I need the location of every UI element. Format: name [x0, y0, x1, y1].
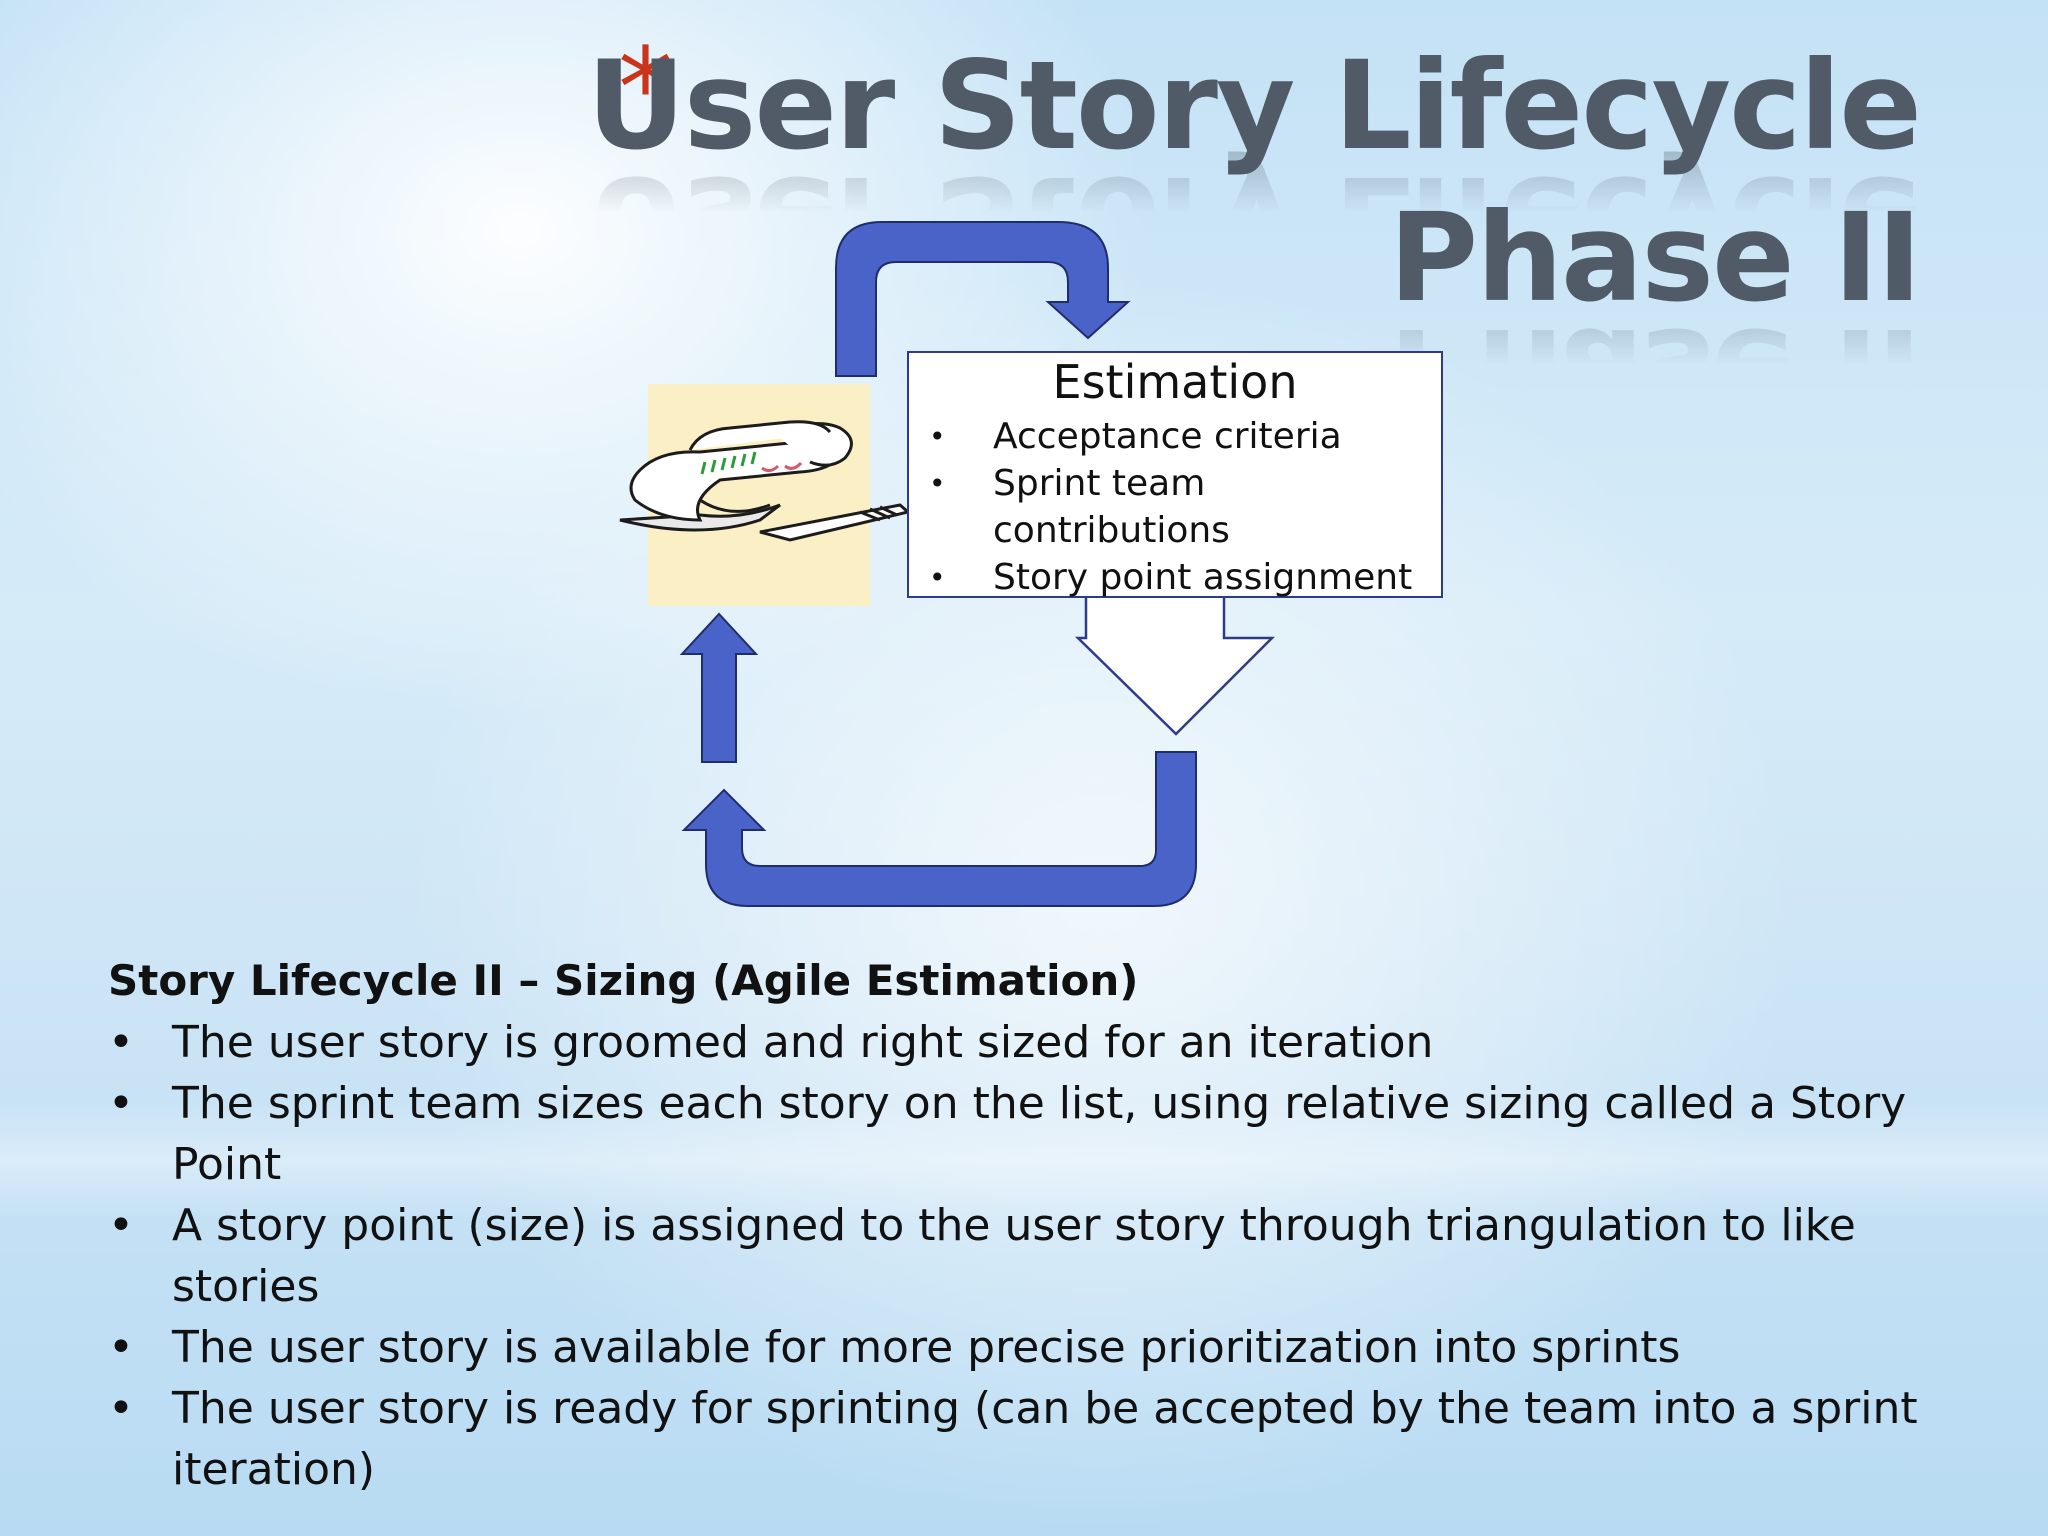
- estimation-item: Sprint team contributions: [909, 460, 1433, 554]
- up-arrow: [679, 612, 759, 763]
- bullet-item: The user story is available for more pre…: [108, 1317, 1948, 1378]
- top-curved-arrow: [835, 221, 1131, 377]
- estimation-output-arrow: [1074, 598, 1276, 736]
- bullet-item: The sprint team sizes each story on the …: [108, 1073, 1948, 1195]
- title-line-1: User Story Lifecycle: [586, 35, 1922, 177]
- estimation-item: Acceptance criteria: [909, 413, 1433, 460]
- estimation-title: Estimation: [1052, 355, 1298, 409]
- bullet-item: The user story is ready for sprinting (c…: [108, 1378, 1948, 1500]
- scroll-text-marks: [700, 451, 803, 475]
- title-line-2: Phase II: [1388, 187, 1922, 329]
- slide-title: User Story Lifecycle Phase II: [586, 30, 1922, 334]
- estimation-item: Story point assignment: [909, 554, 1433, 601]
- title-marker: *: [618, 24, 673, 152]
- bullet-item: The user story is groomed and right size…: [108, 1012, 1948, 1073]
- scroll-and-quill-icon: [619, 420, 912, 542]
- estimation-list: Acceptance criteria Sprint team contribu…: [909, 413, 1433, 601]
- bottom-curved-arrow: [681, 751, 1197, 907]
- estimation-box: Estimation Acceptance criteria Sprint te…: [907, 351, 1443, 601]
- slide-body: Story Lifecycle II – Sizing (Agile Estim…: [108, 950, 1948, 1500]
- body-heading: Story Lifecycle II – Sizing (Agile Estim…: [108, 956, 1139, 1005]
- body-bullet-list: The user story is groomed and right size…: [108, 1012, 1948, 1500]
- bullet-item: A story point (size) is assigned to the …: [108, 1195, 1948, 1317]
